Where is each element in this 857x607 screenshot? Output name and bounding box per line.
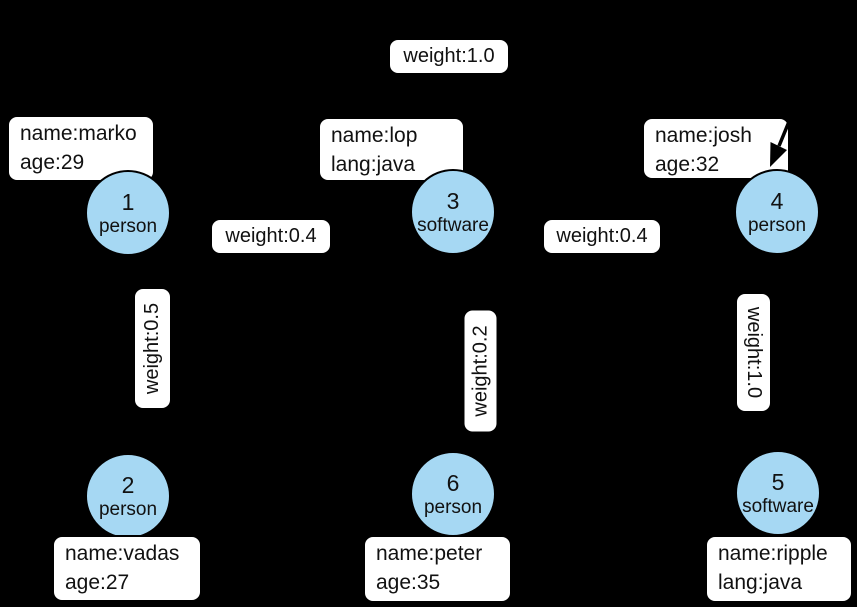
edge-weight-text: weight:1.0 xyxy=(743,306,765,399)
property-line: name:lop xyxy=(331,124,418,147)
vertex-id: 3 xyxy=(446,187,460,214)
edge-weight-text: weight:0.5 xyxy=(141,302,163,395)
vertex-4: 4 person xyxy=(734,169,820,255)
edge-weight-label-top: weight:1.0 xyxy=(388,38,510,75)
vertex-type-label: person xyxy=(747,214,807,236)
property-line: lang:java xyxy=(331,153,416,176)
property-line: name:peter xyxy=(376,542,483,565)
vertex-id: 4 xyxy=(770,187,784,214)
vertex-type-label: person xyxy=(98,215,158,237)
vertex-id: 1 xyxy=(121,188,135,215)
vertex-id: 5 xyxy=(771,468,785,495)
property-line: name:josh xyxy=(655,124,752,147)
edge-weight-label-left: weight:0.4 xyxy=(210,218,332,255)
edge-weight-text: weight:0.4 xyxy=(225,225,317,247)
property-line: lang:java xyxy=(718,571,803,594)
vertex-type-label: software xyxy=(417,214,489,236)
vertex-1: 1 person xyxy=(85,170,171,256)
edge-weight-label-vertical-middle: weight:0.2 xyxy=(462,308,499,434)
property-line: age:32 xyxy=(655,153,720,176)
property-line: name:marko xyxy=(20,122,137,145)
vertex-3: 3 software xyxy=(410,169,496,255)
property-box-peter: name:peter age:35 xyxy=(363,535,512,603)
property-line: age:27 xyxy=(65,571,130,594)
vertex-5: 5 software xyxy=(735,450,821,536)
property-box-lop: name:lop lang:java xyxy=(318,117,465,182)
vertex-type-label: software xyxy=(742,495,814,517)
property-line: name:vadas xyxy=(65,542,180,565)
edge-weight-label-right: weight:0.4 xyxy=(542,218,662,255)
property-line: name:ripple xyxy=(718,542,828,565)
edge-weight-text: weight:1.0 xyxy=(403,45,495,67)
property-line: age:35 xyxy=(376,571,441,594)
property-box-marko: name:marko age:29 xyxy=(7,115,155,182)
edge-weight-text: weight:0.2 xyxy=(469,325,491,417)
property-line: age:29 xyxy=(20,151,85,174)
property-box-ripple: name:ripple lang:java xyxy=(705,535,853,603)
vertex-2: 2 person xyxy=(85,453,171,539)
edge-weight-text: weight:0.4 xyxy=(556,225,648,247)
edge-weight-label-vertical-left: weight:0.5 xyxy=(133,287,172,410)
property-box-vadas: name:vadas age:27 xyxy=(52,535,202,602)
vertex-6: 6 person xyxy=(410,451,496,537)
vertex-id: 6 xyxy=(446,469,460,496)
edge-weight-label-vertical-right: weight:1.0 xyxy=(735,292,772,413)
vertex-type-label: person xyxy=(98,498,158,520)
vertex-id: 2 xyxy=(121,471,135,498)
vertex-type-label: person xyxy=(423,496,483,518)
